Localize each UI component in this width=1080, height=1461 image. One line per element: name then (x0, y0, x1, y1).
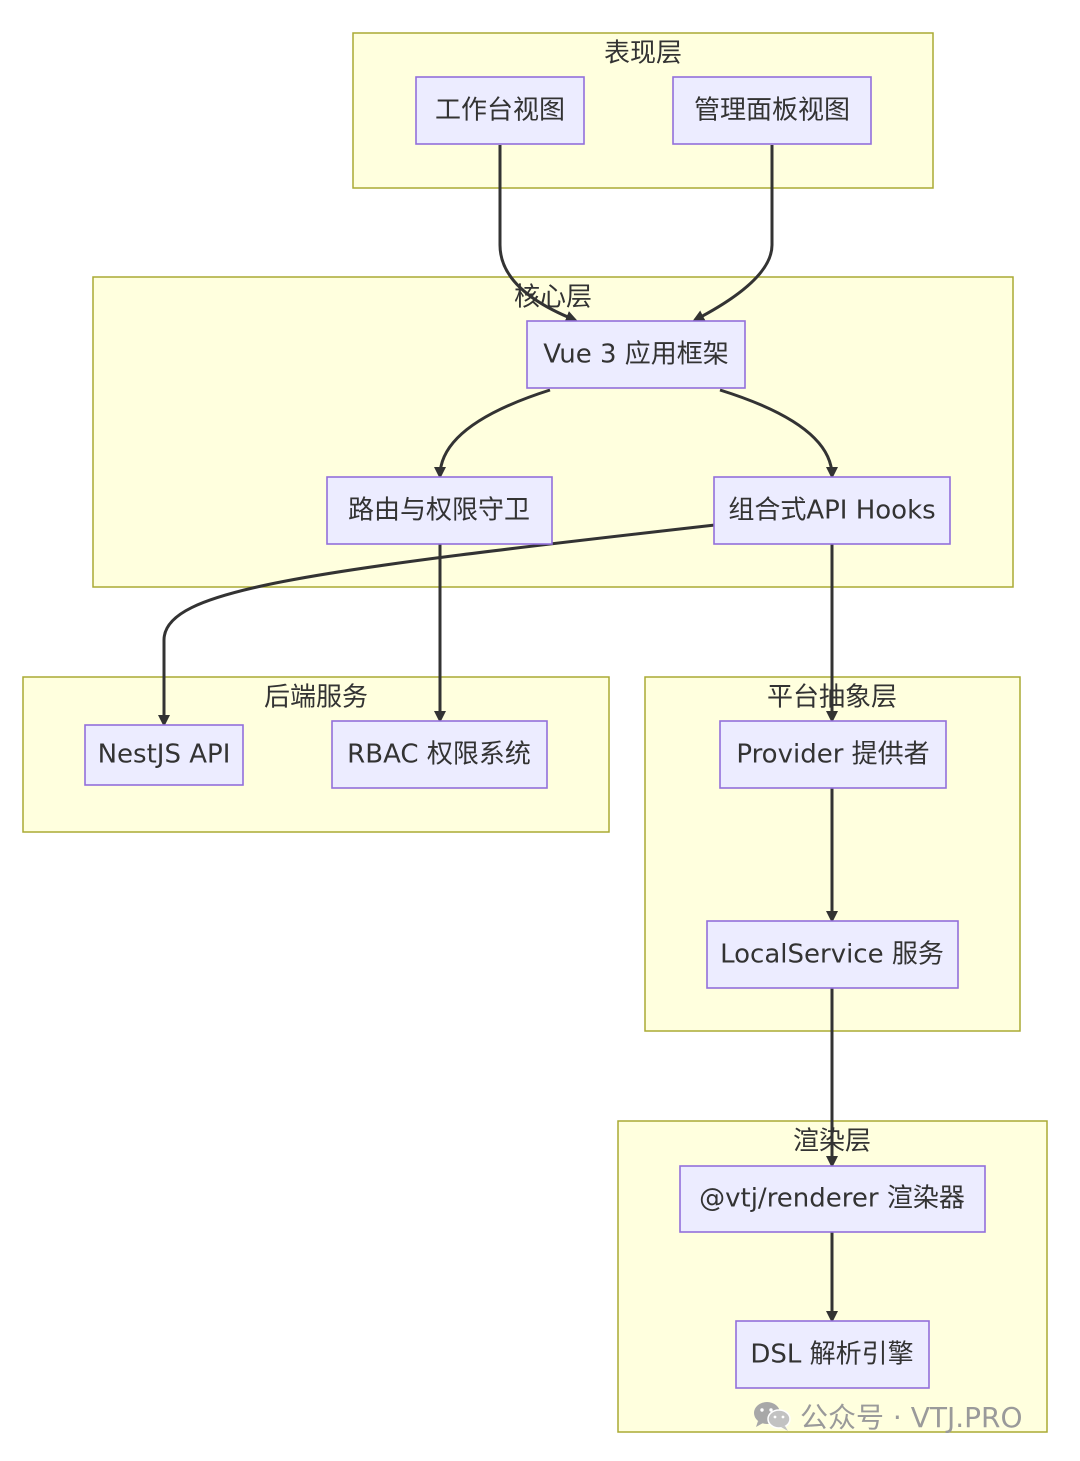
node-label-local: LocalService 服务 (720, 940, 944, 970)
node-vue: Vue 3 应用框架 (526, 320, 746, 389)
node-label-dsl: DSL 解析引擎 (750, 1340, 913, 1370)
node-label-admin: 管理面板视图 (694, 96, 850, 126)
cluster-title-presentation: 表现层 (604, 39, 682, 69)
node-hooks: 组合式API Hooks (713, 476, 951, 545)
edge-vue-router (434, 388, 551, 479)
cluster-title-core: 核心层 (514, 283, 592, 313)
cluster-title-backend: 后端服务 (264, 683, 368, 713)
edge-workbench-vue (498, 145, 578, 323)
edge-vue-hooks (719, 388, 838, 479)
node-label-renderer: @vtj/renderer 渲染器 (699, 1184, 965, 1214)
node-label-router: 路由与权限守卫 (348, 496, 530, 526)
node-router: 路由与权限守卫 (326, 476, 553, 545)
node-rbac: RBAC 权限系统 (331, 720, 548, 789)
node-label-rbac: RBAC 权限系统 (347, 740, 531, 770)
node-renderer: @vtj/renderer 渲染器 (679, 1165, 986, 1233)
node-provider: Provider 提供者 (719, 720, 947, 789)
watermark-text: 公众号 · VTJ.PRO (800, 1401, 1023, 1434)
node-dsl: DSL 解析引擎 (735, 1320, 930, 1389)
node-label-provider: Provider 提供者 (736, 740, 929, 770)
node-nest: NestJS API (84, 724, 244, 786)
edges (158, 145, 838, 1323)
edge-admin-vue (692, 145, 774, 322)
wechat-icon (754, 1402, 791, 1431)
node-local: LocalService 服务 (706, 920, 959, 989)
node-workbench: 工作台视图 (415, 76, 585, 145)
cluster-title-render: 渲染层 (793, 1127, 871, 1157)
watermark: 公众号 · VTJ.PRO (752, 1396, 1023, 1436)
node-admin: 管理面板视图 (672, 76, 872, 145)
node-label-hooks: 组合式API Hooks (728, 496, 935, 526)
node-label-vue: Vue 3 应用框架 (543, 340, 729, 370)
node-label-workbench: 工作台视图 (435, 96, 565, 126)
cluster-title-platform: 平台抽象层 (767, 683, 897, 713)
node-label-nest: NestJS API (98, 740, 231, 770)
